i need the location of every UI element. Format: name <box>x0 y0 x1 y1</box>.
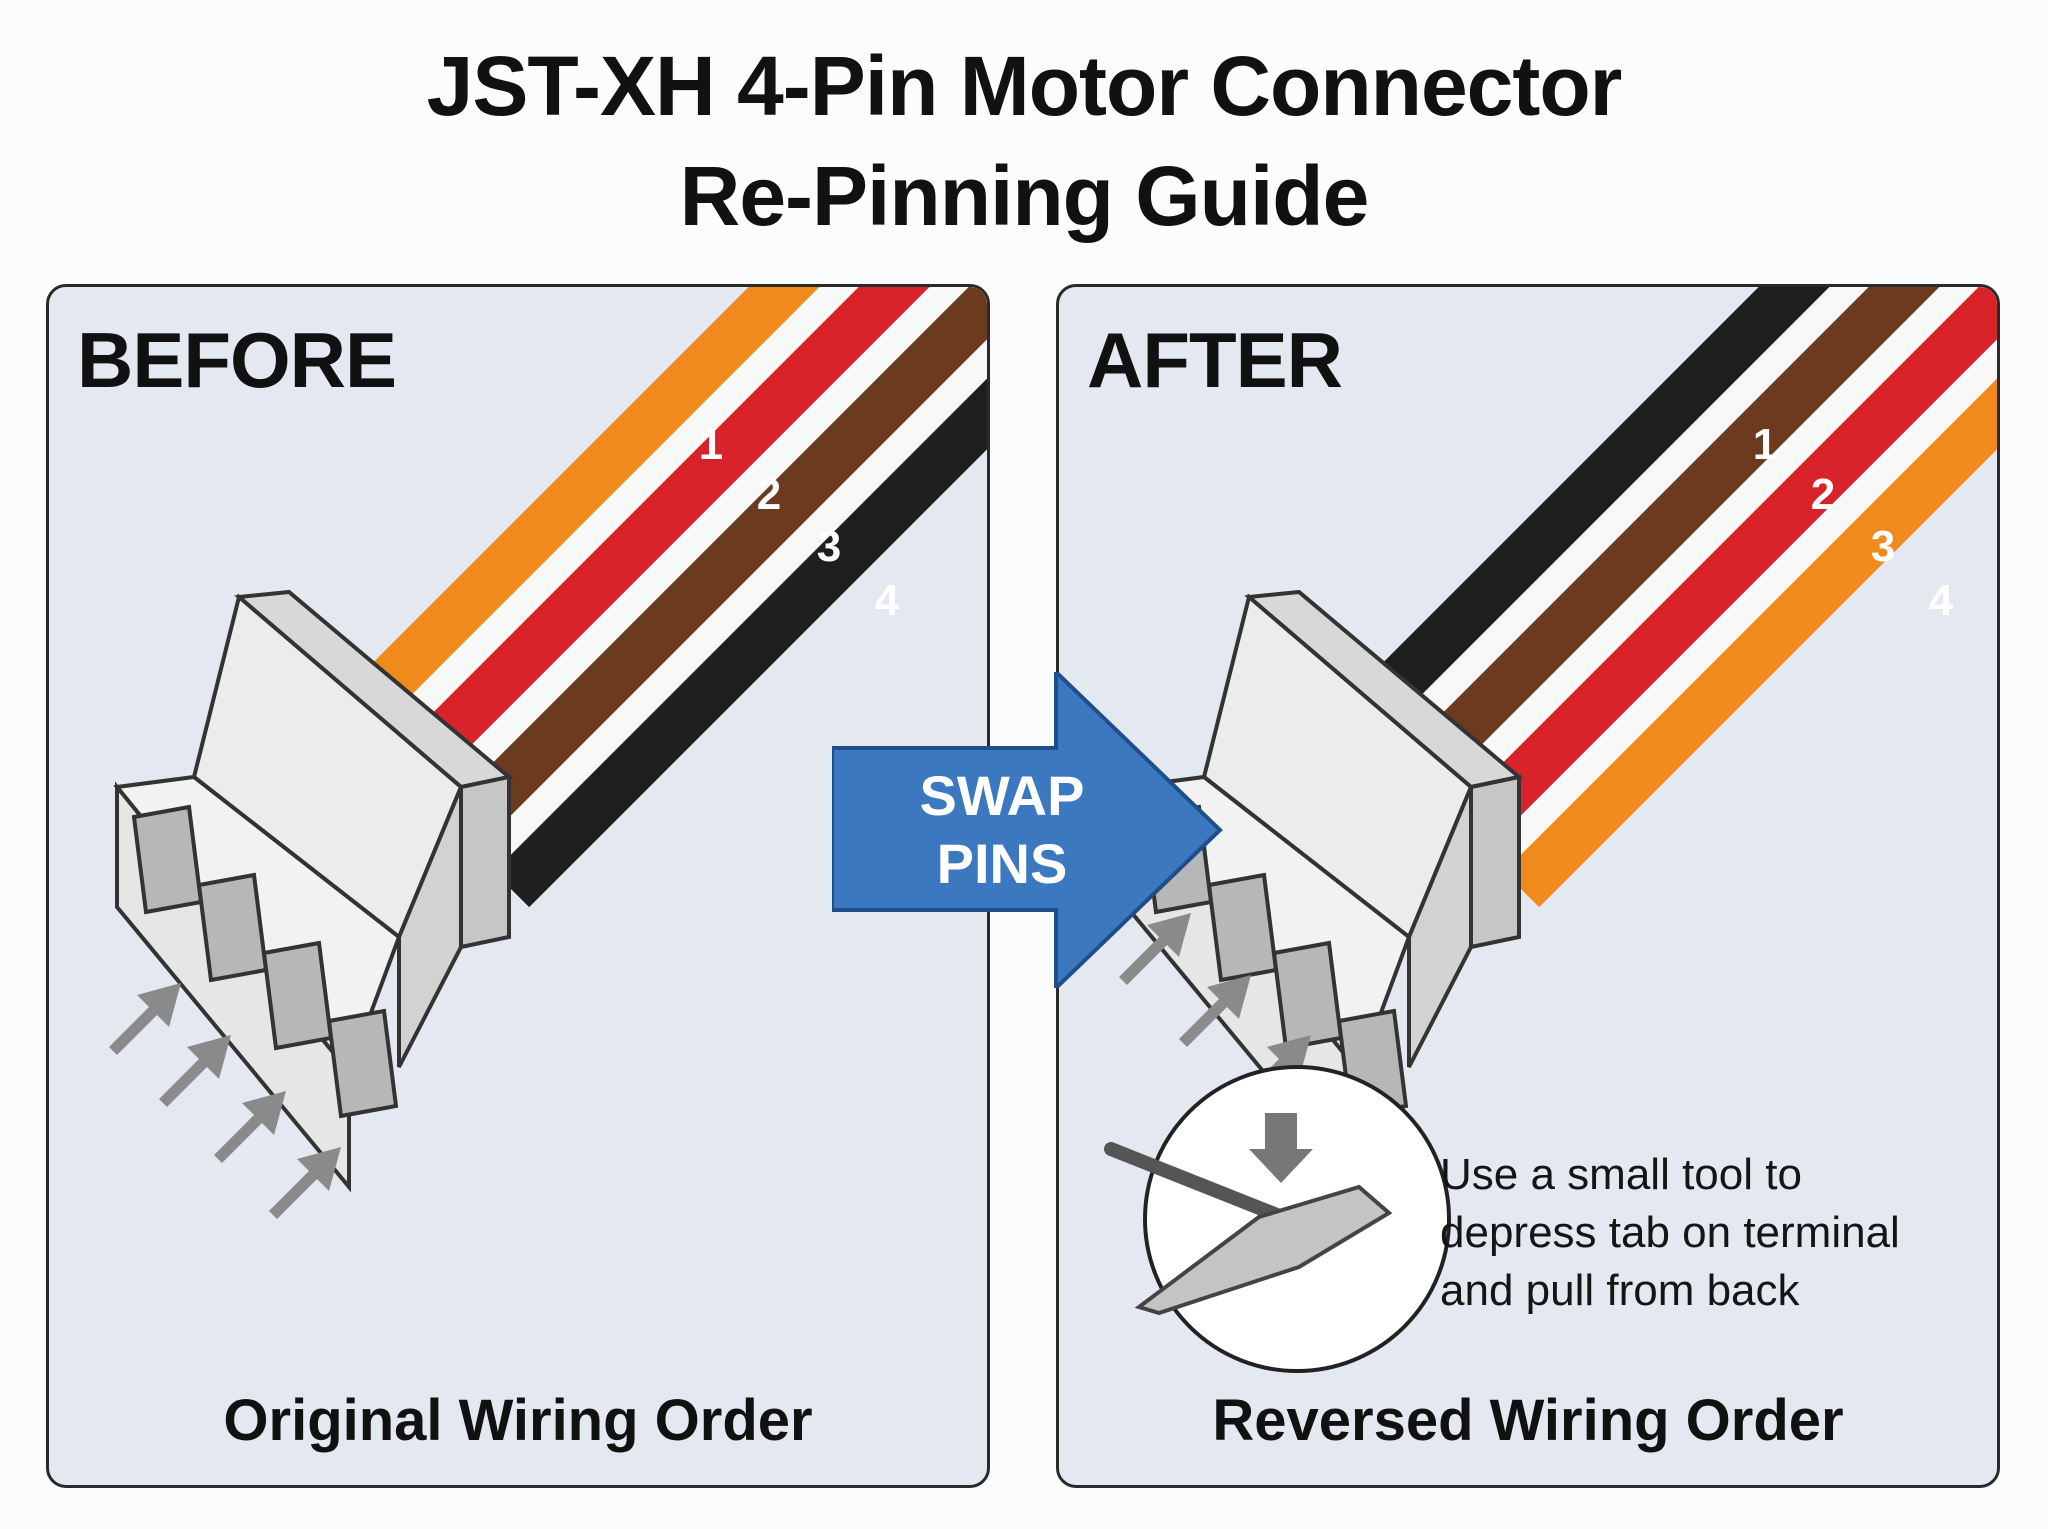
before-wire-4 <box>493 378 987 908</box>
before-insert-arrows <box>109 983 341 1219</box>
before-wire-number-1: 1 <box>699 420 723 469</box>
title-line-1: JST-XH 4-Pin Motor Connector <box>426 39 1623 133</box>
release-instruction: Use a small tool to depress tab on termi… <box>1440 1146 2000 1320</box>
before-wire-number-2: 2 <box>757 470 781 519</box>
after-wire-number-3: 3 <box>1871 522 1895 571</box>
before-wire-bundle: 1 2 3 4 <box>328 287 987 908</box>
before-insert-arrow-4 <box>269 1147 341 1219</box>
terminal-release-inset <box>1104 1065 1451 1373</box>
after-wire-number-1: 1 <box>1753 420 1777 469</box>
after-wire-number-2: 2 <box>1811 470 1835 519</box>
before-connector-housing <box>113 589 514 1193</box>
before-wire-number-3: 3 <box>817 522 841 571</box>
instruction-line-2: depress tab on terminal <box>1440 1208 1900 1257</box>
before-caption: Original Wiring Order <box>223 1388 813 1453</box>
after-illustration: 1 2 3 4 <box>1104 287 1997 1373</box>
before-label: BEFORE <box>77 316 397 404</box>
after-label: AFTER <box>1087 316 1343 404</box>
before-insert-arrow-3 <box>214 1091 286 1163</box>
release-tool <box>1104 1142 1284 1222</box>
after-wire-number-4: 4 <box>1929 576 1954 625</box>
swap-label-line-1: SWAP <box>919 764 1085 827</box>
before-insert-arrow-2 <box>159 1035 231 1107</box>
before-wire-2 <box>383 287 930 798</box>
depress-arrow-icon <box>1249 1113 1313 1183</box>
after-wire-1 <box>1338 287 1830 743</box>
after-caption: Reversed Wiring Order <box>1212 1388 1844 1453</box>
after-wire-bundle: 1 2 3 4 <box>1338 287 1997 908</box>
swap-arrow-icon <box>830 667 1223 993</box>
after-wire-4 <box>1503 378 1997 908</box>
terminal-pin <box>1134 1184 1393 1316</box>
instruction-line-1: Use a small tool to <box>1440 1150 1802 1199</box>
after-wire-2 <box>1393 287 1940 798</box>
swap-pins-arrow: SWAP PINS <box>830 667 1224 993</box>
after-wire-3 <box>1448 287 1997 853</box>
instruction-line-3: and pull from back <box>1440 1266 1800 1315</box>
before-wire-3 <box>438 287 987 853</box>
after-insert-arrow-1 <box>1119 913 1191 985</box>
after-insert-arrow-2 <box>1179 975 1251 1047</box>
before-insert-arrow-1 <box>109 983 181 1055</box>
after-panel: 1 2 3 4 <box>1056 284 2000 1488</box>
before-wire-number-4: 4 <box>875 576 900 625</box>
swap-label-line-2: PINS <box>936 832 1068 895</box>
before-terminal-slots <box>131 804 399 1119</box>
title-line-2: Re-Pinning Guide <box>679 149 1370 243</box>
before-illustration: 1 2 3 4 <box>109 287 987 1219</box>
before-wire-1 <box>328 287 820 743</box>
